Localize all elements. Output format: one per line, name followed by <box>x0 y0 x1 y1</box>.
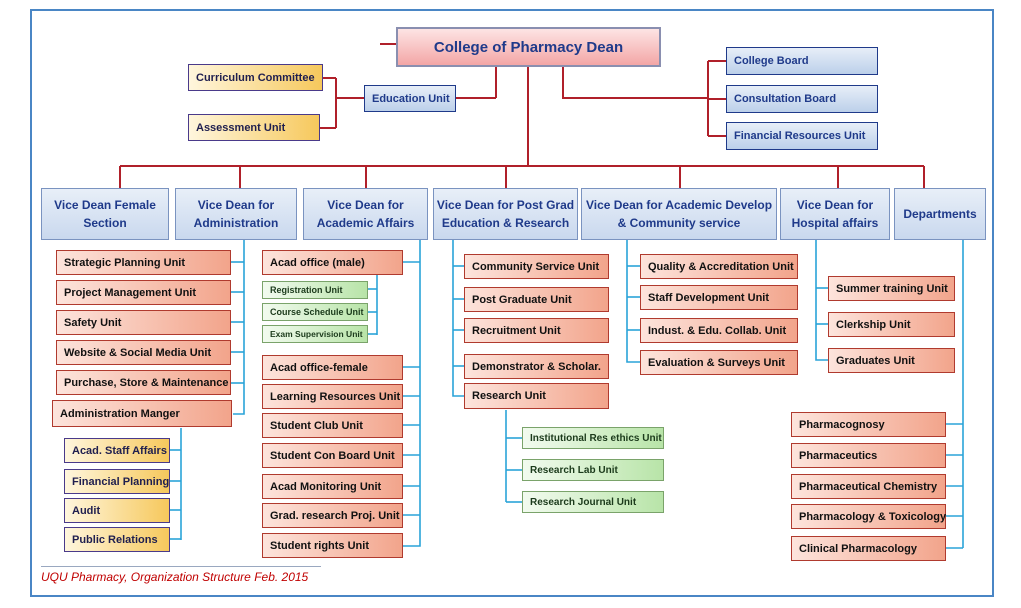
consultation-board-box: Consultation Board <box>726 85 878 113</box>
website-social-media-unit: Website & Social Media Unit <box>56 340 231 365</box>
staff-development-unit: Staff Development Unit <box>640 285 798 310</box>
post-graduate-unit: Post Graduate Unit <box>464 287 609 312</box>
project-management-unit: Project Management Unit <box>56 280 231 305</box>
recruitment-unit: Recruitment Unit <box>464 318 609 343</box>
acad-office-male: Acad office (male) <box>262 250 403 275</box>
footer-caption: UQU Pharmacy, Organization Structure Feb… <box>41 570 309 584</box>
vice-dean-academic-affairs: Vice Dean for Academic Affairs <box>303 188 428 240</box>
college-board-box: College Board <box>726 47 878 75</box>
research-lab-unit: Research Lab Unit <box>522 459 664 481</box>
financial-resources-unit-box: Financial Resources Unit <box>726 122 878 150</box>
diagram-frame <box>30 9 994 597</box>
evaluation-surveys-unit: Evaluation & Surveys Unit <box>640 350 798 375</box>
community-service-unit: Community Service Unit <box>464 254 609 279</box>
quality-accreditation-unit: Quality & Accreditation Unit <box>640 254 798 279</box>
safety-unit: Safety Unit <box>56 310 231 335</box>
acad-office-female: Acad office-female <box>262 355 403 380</box>
dept-pharmacology-toxicology: Pharmacology & Toxicology <box>791 504 946 529</box>
grad-research-proj-unit: Grad. research Proj. Unit <box>262 503 403 528</box>
exam-supervision-unit: Exam Supervision Unit <box>262 325 368 343</box>
clerkship-unit: Clerkship Unit <box>828 312 955 337</box>
institutional-res-ethics-unit: Institutional Res ethics Unit <box>522 427 664 449</box>
graduates-unit: Graduates Unit <box>828 348 955 373</box>
audit: Audit <box>64 498 170 523</box>
indust-edu-collab-unit: Indust. & Edu. Collab. Unit <box>640 318 798 343</box>
vice-dean-administration: Vice Dean for Administration <box>175 188 297 240</box>
summer-training-unit: Summer training Unit <box>828 276 955 301</box>
demonstrator-scholar: Demonstrator & Scholar. <box>464 354 609 379</box>
purchase-store-maintenance: Purchase, Store & Maintenance <box>56 370 231 395</box>
acad-monitoring-unit: Acad Monitoring Unit <box>262 474 403 499</box>
course-schedule-unit: Course Schedule Unit <box>262 303 368 321</box>
vice-dean-academic-develop: Vice Dean for Academic Develop & Communi… <box>581 188 777 240</box>
dean-box: College of Pharmacy Dean <box>396 27 661 67</box>
dept-pharmaceutics: Pharmaceutics <box>791 443 946 468</box>
student-club-unit: Student Club Unit <box>262 413 403 438</box>
education-unit-box: Education Unit <box>364 85 456 112</box>
dept-pharmacognosy: Pharmacognosy <box>791 412 946 437</box>
assessment-unit-box: Assessment Unit <box>188 114 320 141</box>
dept-pharmaceutical-chemistry: Pharmaceutical Chemistry <box>791 474 946 499</box>
research-journal-unit: Research Journal Unit <box>522 491 664 513</box>
student-rights-unit: Student rights Unit <box>262 533 403 558</box>
curriculum-committee-box: Curriculum Committee <box>188 64 323 91</box>
public-relations: Public Relations <box>64 527 170 552</box>
administration-manager: Administration Manger <box>52 400 232 427</box>
vice-dean-hospital-affairs: Vice Dean for Hospital affairs <box>780 188 890 240</box>
registration-unit: Registration Unit <box>262 281 368 299</box>
footer-divider <box>41 566 321 567</box>
student-con-board-unit: Student Con Board Unit <box>262 443 403 468</box>
strategic-planning-unit: Strategic Planning Unit <box>56 250 231 275</box>
departments-header: Departments <box>894 188 986 240</box>
learning-resources-unit: Learning Resources Unit <box>262 384 403 409</box>
vice-dean-female-section: Vice Dean Female Section <box>41 188 169 240</box>
financial-planning: Financial Planning <box>64 469 170 494</box>
dept-clinical-pharmacology: Clinical Pharmacology <box>791 536 946 561</box>
vice-dean-postgrad-research: Vice Dean for Post Grad Education & Rese… <box>433 188 578 240</box>
acad-staff-affairs: Acad. Staff Affairs <box>64 438 170 463</box>
research-unit: Research Unit <box>464 383 609 409</box>
